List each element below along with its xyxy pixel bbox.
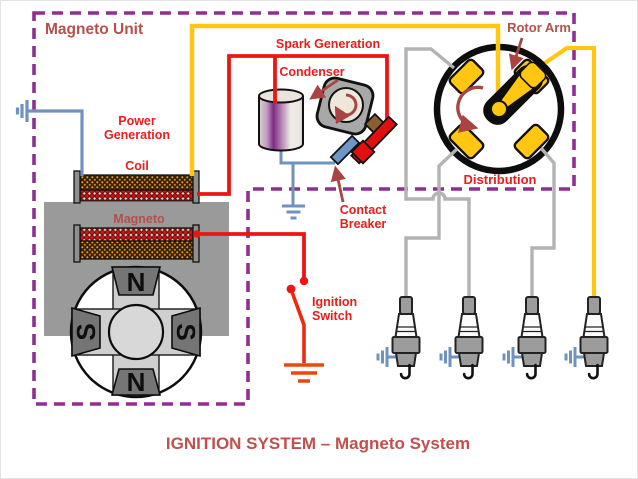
- pole-letter-n-top: N: [127, 267, 146, 297]
- magneto-label: Magneto: [113, 212, 165, 226]
- magneto-assembly: N N S S: [44, 202, 229, 399]
- pole-letter-n-bottom: N: [127, 367, 146, 397]
- winding-terminal-dot: [193, 230, 201, 238]
- switch-contact-dot: [299, 276, 309, 286]
- switch-ground-icon: [284, 363, 324, 383]
- plug2-wire: [404, 47, 471, 298]
- magnet-pole-left: [71, 306, 101, 358]
- ignition-switch: [284, 276, 324, 383]
- coil-windings: [73, 170, 200, 263]
- magnet-hub: [107, 303, 165, 361]
- spark-plug-3: [502, 295, 547, 380]
- coil-upper-primary: [79, 174, 194, 191]
- rotor-arm: [483, 61, 547, 125]
- breaker-contact-block: [350, 139, 376, 165]
- primary-ground-wire: [27, 109, 84, 176]
- main-ground-icon: [15, 100, 29, 122]
- coil-end-plate: [73, 224, 81, 263]
- switch-wire: [196, 232, 306, 277]
- diagram-title: IGNITION SYSTEM – Magneto System: [166, 434, 470, 453]
- rotor-rotation-arrow: [456, 85, 484, 133]
- magnet-pole-top: [110, 266, 162, 296]
- contact-breaker-leader-arrow: [330, 165, 346, 203]
- spark-plug-1: [376, 295, 421, 380]
- pole-letter-s-left: S: [71, 323, 101, 340]
- spark-plug-4: [564, 295, 609, 380]
- rotor-hub: [490, 100, 508, 118]
- coil-end-plate: [192, 224, 200, 263]
- primary-output-wire: [189, 23, 501, 176]
- ignition-switch-label-line1: Ignition: [312, 295, 357, 309]
- distribution-label: Distribution: [464, 172, 537, 187]
- distributor-contact-nw: [448, 58, 485, 95]
- switch-blade: [290, 291, 306, 363]
- magneto-unit-label: Magneto Unit: [45, 21, 143, 38]
- contact-breaker-label-line2: Breaker: [340, 217, 387, 231]
- condenser: [258, 56, 304, 152]
- magneto-unit-boundary: [32, 11, 576, 406]
- plug4-wire: [543, 45, 597, 298]
- coil-upper-secondary: [79, 189, 194, 202]
- coil-lower-primary: [79, 240, 194, 260]
- switch-pivot-dot: [286, 284, 296, 294]
- spark-plug-2: [439, 295, 484, 380]
- condenser-leader-arrow: [309, 78, 339, 100]
- coil-label: Coil: [125, 159, 149, 173]
- condenser-ground-wire: [279, 147, 335, 205]
- rotor-tip: [519, 61, 547, 89]
- breaker-cam: [328, 87, 364, 123]
- contact-breaker: [315, 76, 398, 166]
- breaker-arm-fixed: [329, 134, 361, 166]
- spark-generation-label: Spark Generation: [276, 37, 380, 51]
- coil-end-plate: [73, 170, 81, 204]
- secondary-ht-wire: [197, 54, 389, 196]
- distributor-contact-se: [513, 123, 550, 160]
- power-generation-label-line2: Generation: [104, 128, 170, 142]
- power-generation-label-line1: Power: [118, 114, 156, 128]
- plug1-wire: [404, 147, 459, 298]
- magnet-pole-bottom: [110, 368, 162, 396]
- ignition-switch-label-line2: Switch: [312, 309, 352, 323]
- pole-letter-s-right: S: [171, 323, 201, 340]
- coil-lower-secondary: [79, 227, 194, 242]
- condenser-label: Condenser: [279, 65, 344, 79]
- contact-breaker-label-line1: Contact: [340, 203, 387, 217]
- rotor-arm-label: Rotor Arm: [507, 20, 571, 35]
- distributor-contact-sw: [448, 123, 485, 160]
- coil-end-plate: [192, 170, 200, 204]
- plug3-wire: [530, 146, 556, 298]
- condenser-ground-icon: [282, 204, 305, 220]
- rotor-arm-leader-arrow: [508, 37, 524, 71]
- cam-rotation-arrow: [334, 93, 358, 125]
- magnet-pole-right: [171, 306, 201, 358]
- condenser-top: [258, 88, 304, 104]
